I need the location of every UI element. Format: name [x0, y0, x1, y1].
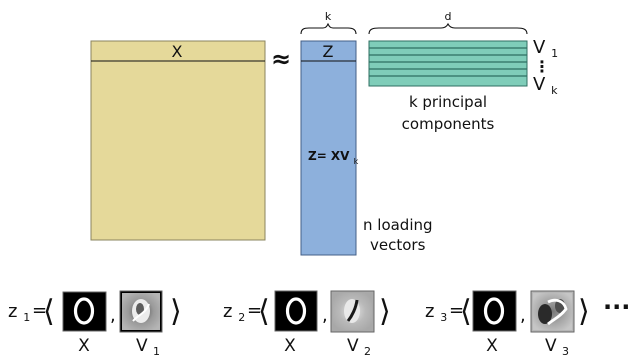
score-formula-2-v-label: V 2	[347, 336, 371, 356]
digit-zero-image-icon	[473, 291, 516, 331]
matrix-z-brace-label: k	[325, 10, 332, 23]
matrix-z: k Z Z= XV k	[301, 10, 359, 255]
vector-vk-subscript: k	[551, 84, 558, 97]
score-formula-2-lhs: z 2	[223, 301, 245, 324]
matrix-z-brace	[301, 24, 356, 34]
score-formula-1-x-label: X	[78, 336, 90, 356]
score-formula-1-comma: ,	[110, 305, 116, 326]
score-formula-2-v-sub: 2	[364, 345, 371, 356]
vector-vk-label: V k	[533, 74, 558, 97]
score-formula-2-x-label: X	[284, 336, 296, 356]
approx-symbol: ≈	[271, 45, 291, 73]
score-formula-2-langle: ⟨	[258, 294, 270, 329]
score-formula-3-v-image	[531, 291, 574, 332]
score-formula-3-comma: ,	[520, 305, 526, 326]
score-formula-1-z-sub: 1	[23, 311, 30, 324]
score-formula-1-v-image	[120, 291, 162, 332]
score-formula-2-z: z	[223, 301, 232, 322]
score-formula-3-v-sub: 3	[562, 345, 569, 356]
score-formula-1-v-label: V 1	[136, 336, 160, 356]
score-formula-1-langle: ⟨	[43, 294, 55, 329]
score-formula-2-v-image	[331, 291, 374, 332]
score-formula-2-x-image	[275, 291, 317, 331]
principal-components: d V 1 ⋮ V k k principal components	[369, 10, 558, 133]
components-caption-line2: components	[402, 115, 495, 133]
score-formula-2-rangle: ⟩	[379, 294, 391, 329]
score-formula-3-langle: ⟨	[460, 294, 472, 329]
score-formula-3-lhs: z 3	[425, 301, 447, 324]
score-formula-1-lhs: z 1	[8, 301, 30, 324]
score-formula-1-v-sub: 1	[153, 345, 160, 356]
loading-caption-line1: n loading	[363, 216, 433, 234]
components-brace	[369, 24, 527, 34]
digit-zero-image-icon	[275, 291, 317, 331]
score-formula-1-rangle: ⟩	[170, 294, 182, 329]
matrix-x: X	[91, 41, 265, 240]
matrix-z-label: Z	[323, 42, 334, 61]
score-formula-2-v-letter: V	[347, 336, 359, 356]
loading-caption-line2: vectors	[370, 236, 426, 254]
score-formula-3-z: z	[425, 301, 434, 322]
ellipsis: ···	[603, 293, 629, 321]
components-caption-line1: k principal	[409, 93, 487, 111]
score-formula-1-v-letter: V	[136, 336, 148, 356]
score-formula-3-v-label: V 3	[545, 336, 569, 356]
vector-v1-letter: V	[533, 37, 546, 58]
matrix-z-formula-lhs: Z= XV	[308, 149, 350, 163]
score-formula-3: z 3 = ⟨ , ⟩ X V 3	[425, 291, 590, 356]
matrix-x-body	[91, 41, 265, 240]
score-formula-1-x-image	[63, 292, 106, 331]
matrix-z-formula-subscript: k	[354, 157, 359, 166]
score-formula-3-v-letter: V	[545, 336, 557, 356]
score-formula-2: z 2 = ⟨ , ⟩ X V 2	[223, 291, 391, 356]
score-formula-3-x-label: X	[486, 336, 498, 356]
matrix-x-label: X	[172, 42, 183, 61]
score-formula-1-z: z	[8, 301, 17, 322]
vector-vk-letter: V	[533, 74, 546, 95]
score-formula-3-rangle: ⟩	[578, 294, 590, 329]
score-formula-3-z-sub: 3	[440, 311, 447, 324]
components-brace-label: d	[445, 10, 452, 23]
score-formula-2-z-sub: 2	[238, 311, 245, 324]
score-formula-2-comma: ,	[322, 305, 328, 326]
vector-v1-subscript: 1	[551, 47, 558, 60]
score-formula-3-x-image	[473, 291, 516, 331]
matrix-z-body	[301, 41, 356, 255]
score-formula-1: z 1 = ⟨ , ⟩ X V 1	[8, 291, 182, 356]
